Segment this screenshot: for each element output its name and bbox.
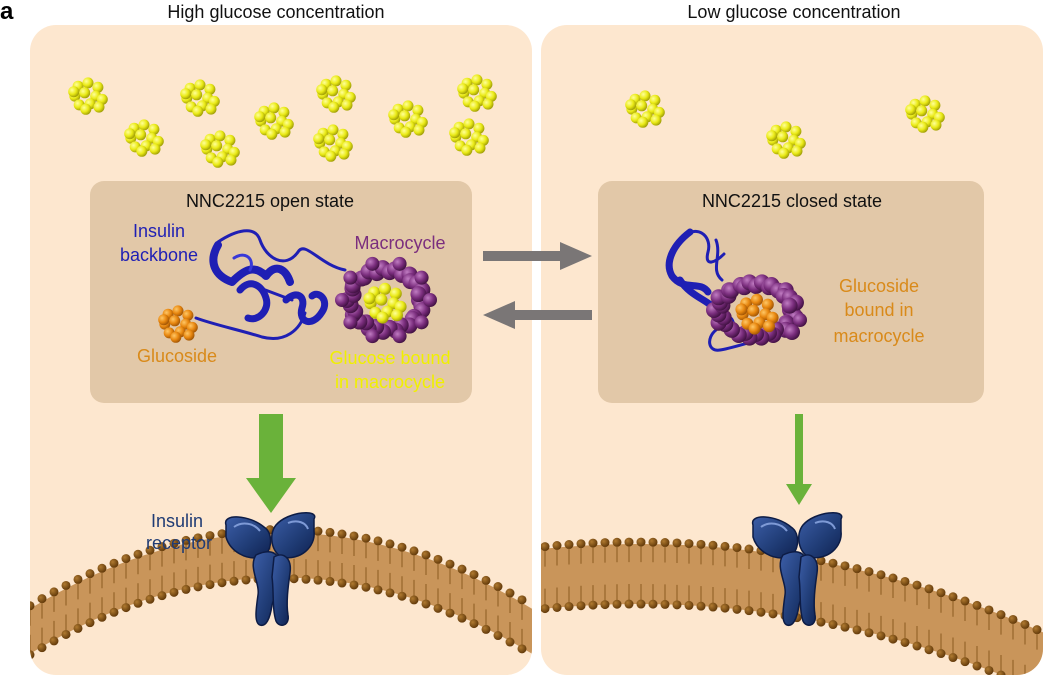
glucoside-icon — [735, 293, 779, 335]
equilibrium-arrows — [483, 242, 592, 329]
left-heading: High glucose concentration — [167, 2, 384, 22]
insulin-backbone-label-2: backbone — [120, 245, 198, 265]
glucose-cluster-icon — [68, 77, 108, 115]
glucoside-icon — [158, 305, 198, 343]
glucose-bound-label-2: in macrocycle — [335, 372, 445, 392]
glucose-cluster-icon — [200, 130, 240, 168]
binding-arrow-right — [786, 414, 812, 505]
glucose-cluster-icon — [124, 119, 164, 157]
glucose-cluster-icon — [68, 74, 945, 168]
glucose-bound-icon — [363, 282, 407, 324]
glucose-cluster-icon — [905, 95, 945, 133]
open-state-title: NNC2215 open state — [186, 191, 354, 211]
macrocycle-icon — [706, 274, 807, 346]
glucoside-label: Glucoside — [137, 346, 217, 366]
glucose-cluster-icon — [316, 75, 356, 113]
closed-state-title: NNC2215 closed state — [702, 191, 882, 211]
glucoside-icon — [158, 305, 198, 343]
open-state-box — [90, 181, 472, 403]
insulin-receptor-icon — [752, 512, 843, 627]
glucose-cluster-icon — [766, 121, 806, 159]
insulin-backbone-label-1: Insulin — [133, 221, 185, 241]
glucose-bound-label-1: Glucose bound — [329, 348, 450, 368]
glucose-cluster-icon — [457, 74, 497, 112]
glucoside-bound-label-1: Glucoside — [839, 276, 919, 296]
insulin-ribbon-icon — [194, 229, 347, 340]
panel-letter: a — [0, 0, 14, 25]
glucose-cluster-icon — [313, 124, 353, 162]
right-heading: Low glucose concentration — [687, 2, 900, 22]
glucose-cluster-icon — [449, 118, 489, 156]
macrocycle-label: Macrocycle — [354, 233, 445, 253]
glucoside-bound-label-3: macrocycle — [833, 326, 924, 346]
binding-arrow-left — [246, 414, 296, 513]
receptor-label-1: Insulin — [151, 511, 203, 531]
glucose-cluster-icon — [180, 79, 220, 117]
insulin-receptor-icon — [225, 512, 316, 627]
glucose-cluster-icon — [388, 100, 428, 138]
glucose-cluster-icon — [625, 90, 665, 128]
macrocycle-icon — [335, 256, 437, 344]
membrane-icon — [541, 537, 1043, 675]
glucoside-bound-label-2: bound in — [844, 300, 913, 320]
receptor-label-2: receptor — [146, 533, 212, 553]
glucose-cluster-icon — [254, 102, 294, 140]
